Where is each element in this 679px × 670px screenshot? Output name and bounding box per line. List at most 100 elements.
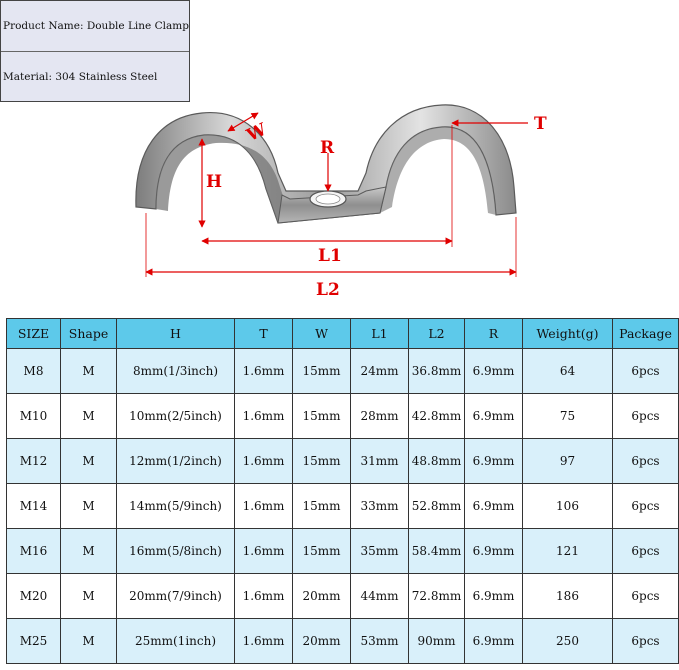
- cell-shape: M: [60, 573, 117, 619]
- table-row: M8 M 8mm(1/3inch) 1.6mm 15mm 24mm 36.8mm…: [6, 348, 679, 394]
- cell-h: 12mm(1/2inch): [116, 438, 235, 484]
- cell-h: 16mm(5/8inch): [116, 528, 235, 574]
- cell-h: 25mm(1inch): [116, 618, 235, 664]
- table-row: M25 M 25mm(1inch) 1.6mm 20mm 53mm 90mm 6…: [6, 618, 679, 664]
- cell-l2: 90mm: [408, 618, 465, 664]
- cell-w: 15mm: [292, 393, 351, 439]
- table-header-row: SIZE Shape H T W L1 L2 R Weight(g) Packa…: [6, 318, 679, 349]
- table-row: M10 M 10mm(2/5inch) 1.6mm 15mm 28mm 42.8…: [6, 393, 679, 439]
- cell-t: 1.6mm: [234, 348, 293, 394]
- table-row: M14 M 14mm(5/9inch) 1.6mm 15mm 33mm 52.8…: [6, 483, 679, 529]
- dimension-lines: [145, 112, 528, 277]
- cell-w: 20mm: [292, 618, 351, 664]
- cell-package: 6pcs: [612, 393, 679, 439]
- cell-t: 1.6mm: [234, 528, 293, 574]
- product-material: Material: 304 Stainless Steel: [1, 51, 189, 101]
- cell-r: 6.9mm: [464, 483, 523, 529]
- cell-l2: 72.8mm: [408, 573, 465, 619]
- header-w: W: [292, 318, 351, 349]
- header-h: H: [116, 318, 235, 349]
- cell-shape: M: [60, 483, 117, 529]
- cell-l1: 33mm: [350, 483, 409, 529]
- header-t: T: [234, 318, 293, 349]
- label-H: H: [206, 172, 222, 192]
- cell-t: 1.6mm: [234, 483, 293, 529]
- cell-l1: 44mm: [350, 573, 409, 619]
- cell-weight: 106: [522, 483, 613, 529]
- cell-w: 20mm: [292, 573, 351, 619]
- cell-w: 15mm: [292, 483, 351, 529]
- cell-package: 6pcs: [612, 618, 679, 664]
- cell-r: 6.9mm: [464, 393, 523, 439]
- cell-package: 6pcs: [612, 348, 679, 394]
- cell-r: 6.9mm: [464, 528, 523, 574]
- clamp-diagram: W R T H L1 L2: [135, 104, 547, 300]
- spec-table: SIZE Shape H T W L1 L2 R Weight(g) Packa…: [6, 318, 679, 664]
- cell-weight: 75: [522, 393, 613, 439]
- cell-weight: 121: [522, 528, 613, 574]
- cell-r: 6.9mm: [464, 618, 523, 664]
- label-L2: L2: [316, 280, 340, 300]
- product-info-box: Product Name: Double Line Clamp Material…: [0, 0, 190, 102]
- cell-r: 6.9mm: [464, 348, 523, 394]
- cell-l1: 53mm: [350, 618, 409, 664]
- cell-l1: 28mm: [350, 393, 409, 439]
- cell-size: M16: [6, 528, 61, 574]
- cell-shape: M: [60, 618, 117, 664]
- table-row: M16 M 16mm(5/8inch) 1.6mm 15mm 35mm 58.4…: [6, 528, 679, 574]
- cell-weight: 250: [522, 618, 613, 664]
- cell-l1: 31mm: [350, 438, 409, 484]
- cell-size: M20: [6, 573, 61, 619]
- cell-package: 6pcs: [612, 483, 679, 529]
- cell-l1: 24mm: [350, 348, 409, 394]
- cell-t: 1.6mm: [234, 393, 293, 439]
- table-row: M20 M 20mm(7/9inch) 1.6mm 20mm 44mm 72.8…: [6, 573, 679, 619]
- cell-l2: 36.8mm: [408, 348, 465, 394]
- cell-t: 1.6mm: [234, 438, 293, 484]
- table-row: M12 M 12mm(1/2inch) 1.6mm 15mm 31mm 48.8…: [6, 438, 679, 484]
- label-R: R: [320, 138, 335, 158]
- cell-weight: 64: [522, 348, 613, 394]
- cell-t: 1.6mm: [234, 573, 293, 619]
- cell-package: 6pcs: [612, 573, 679, 619]
- label-T: T: [534, 114, 547, 134]
- header-shape: Shape: [60, 318, 117, 349]
- product-name: Product Name: Double Line Clamp: [3, 20, 189, 32]
- cell-w: 15mm: [292, 348, 351, 394]
- header-size: SIZE: [6, 318, 61, 349]
- cell-w: 15mm: [292, 438, 351, 484]
- cell-h: 10mm(2/5inch): [116, 393, 235, 439]
- cell-l2: 52.8mm: [408, 483, 465, 529]
- cell-size: M8: [6, 348, 61, 394]
- cell-weight: 97: [522, 438, 613, 484]
- cell-shape: M: [60, 393, 117, 439]
- cell-package: 6pcs: [612, 438, 679, 484]
- clamp-body: [135, 104, 517, 224]
- cell-package: 6pcs: [612, 528, 679, 574]
- cell-shape: M: [60, 438, 117, 484]
- cell-h: 8mm(1/3inch): [116, 348, 235, 394]
- cell-l2: 48.8mm: [408, 438, 465, 484]
- cell-shape: M: [60, 528, 117, 574]
- header-r: R: [464, 318, 523, 349]
- cell-h: 14mm(5/9inch): [116, 483, 235, 529]
- header-package: Package: [612, 318, 679, 349]
- cell-w: 15mm: [292, 528, 351, 574]
- cell-r: 6.9mm: [464, 438, 523, 484]
- cell-size: M10: [6, 393, 61, 439]
- label-L1: L1: [318, 246, 342, 266]
- cell-weight: 186: [522, 573, 613, 619]
- header-weight: Weight(g): [522, 318, 613, 349]
- cell-t: 1.6mm: [234, 618, 293, 664]
- cell-size: M14: [6, 483, 61, 529]
- cell-l2: 42.8mm: [408, 393, 465, 439]
- header-l1: L1: [350, 318, 409, 349]
- cell-l1: 35mm: [350, 528, 409, 574]
- cell-h: 20mm(7/9inch): [116, 573, 235, 619]
- cell-size: M12: [6, 438, 61, 484]
- cell-r: 6.9mm: [464, 573, 523, 619]
- cell-shape: M: [60, 348, 117, 394]
- cell-l2: 58.4mm: [408, 528, 465, 574]
- cell-size: M25: [6, 618, 61, 664]
- header-l2: L2: [408, 318, 465, 349]
